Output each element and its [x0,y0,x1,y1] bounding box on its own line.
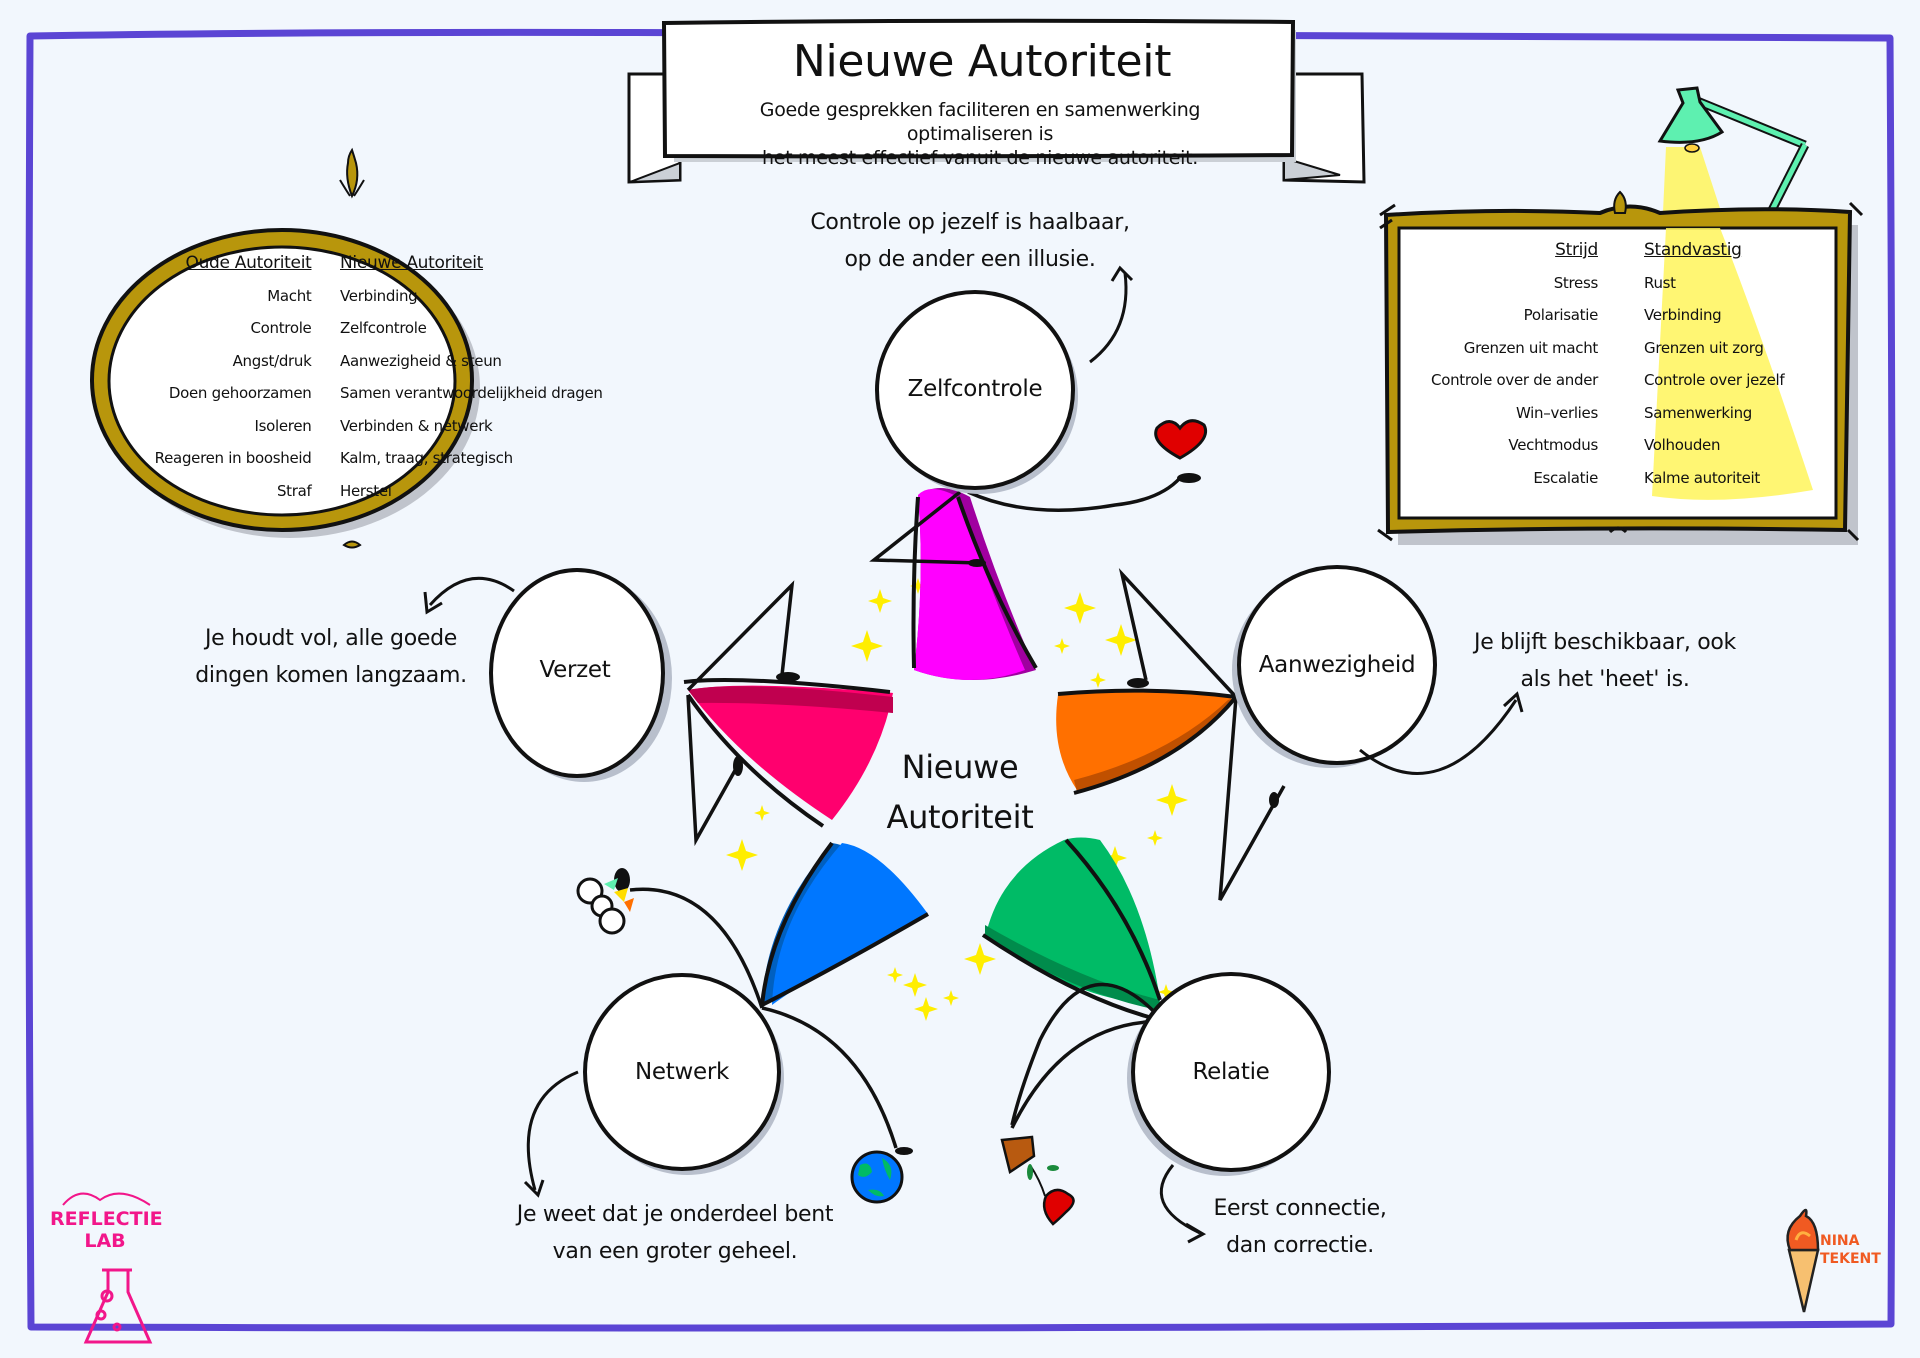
nina-tekent-line-2: TEKENT [1820,1251,1881,1267]
oval-new-header: Nieuwe Autoriteit [340,253,484,273]
oval-old-header: Oude Autoriteit [185,253,312,273]
oval-old-column: Oude Autoriteit Macht Controle Angst/dru… [150,247,312,507]
oval-new-column: Nieuwe Autoriteit Verbinding Zelfcontrol… [340,247,603,507]
oval-new-cell: Verbinding [340,286,418,305]
oval-comparison-table: Oude Autoriteit Macht Controle Angst/dru… [150,247,603,507]
nina-tekent-logo: NINA TEKENT [1820,1232,1881,1268]
node-relatie-label: Relatie [1192,1059,1270,1085]
quote-line: Eerst connectie, [1213,1196,1387,1221]
frame-right-cell: Samenwerking [1644,403,1753,422]
quote-line: Je houdt vol, alle goede [204,626,458,651]
oval-old-cell: Straf [276,481,312,500]
oval-old-cell: Macht [267,286,312,305]
oval-old-cell: Reageren in boosheid [154,449,312,467]
quote-netwerk: Je weet dat je onderdeel bent van een gr… [505,1196,845,1270]
frame-right-cell: Controle over jezelf [1644,371,1785,389]
frame-left-cell: Grenzen uit macht [1463,338,1599,357]
quote-line: dan correctie. [1226,1233,1374,1258]
frame-right-column: Standvastig Rust Verbinding Grenzen uit … [1644,234,1824,494]
oval-old-cell: Controle [250,319,312,337]
frame-right-cell: Kalme autoriteit [1644,468,1760,487]
oval-new-cell: Samen verantwoordelijkheid dragen [340,384,603,402]
oval-old-cell: Isoleren [254,416,312,435]
center-label: Nieuwe Autoriteit [850,742,1070,842]
oval-new-cell: Aanwezigheid & steun [340,351,502,370]
title-banner [627,18,1366,184]
subtitle-line-2: het meest effectief vanuit de nieuwe aut… [761,147,1199,169]
quote-line: dingen komen langzaam. [195,663,467,688]
frame-left-cell: Polarisatie [1523,306,1599,324]
node-netwerk-label: Netwerk [634,1059,729,1085]
quote-line: Je blijft beschikbaar, ook [1474,630,1736,655]
quote-line: van een groter geheel. [552,1239,798,1264]
figure-aanwezigheid [1056,565,1524,901]
frame-right-cell: Volhouden [1644,436,1721,454]
frame-right-cell: Verbinding [1644,306,1722,324]
frame-right-cell: Grenzen uit zorg [1644,338,1764,357]
frame-left-cell: Escalatie [1533,468,1598,487]
reflectie-lab-line-1: REFLECTIE [50,1208,163,1230]
quote-line: als het 'heet' is. [1520,667,1690,692]
sparkles [726,578,1188,1021]
quote-aanwezigheid: Je blijft beschikbaar, ook als het 'heet… [1455,624,1755,698]
quote-line: Je weet dat je onderdeel bent [516,1202,834,1227]
oval-old-cell: Angst/druk [232,351,312,370]
oval-new-cell: Kalm, traag, strategisch [340,449,513,467]
quote-zelfcontrole: Controle op jezelf is haalbaar, op de an… [800,204,1140,278]
frame-comparison-table: Strijd Stress Polarisatie Grenzen uit ma… [1420,234,1830,494]
center-label-line-1: Nieuwe [901,748,1019,786]
reflectie-lab-logo-graphic [62,1192,153,1344]
reflectie-lab-logo: REFLECTIE LAB [50,1208,163,1252]
oval-mirror-frame [90,147,480,549]
quote-verzet: Je houdt vol, alle goede dingen komen la… [186,620,476,694]
node-zelfcontrole-label: Zelfcontrole [907,376,1043,402]
frame-left-column: Strijd Stress Polarisatie Grenzen uit ma… [1420,234,1598,494]
page-subtitle: Goede gesprekken faciliteren en samenwer… [700,98,1260,170]
node-verzet-label: Verzet [539,657,611,683]
frame-left-cell: Controle over de ander [1431,371,1598,389]
frame-left-cell: Stress [1553,273,1599,292]
quote-relatie: Eerst connectie, dan correctie. [1190,1190,1410,1264]
frame-right-header: Standvastig [1644,240,1742,260]
oval-new-cell: Verbinden & netwerk [340,416,493,435]
reflectie-lab-line-2: LAB [84,1230,126,1252]
frame-left-cell: Win–verlies [1515,403,1598,422]
ornate-picture-frame [1377,190,1864,545]
frame-left-header: Strijd [1555,240,1598,260]
page-title: Nieuwe Autoriteit [792,36,1172,87]
nina-tekent-ice-cream-icon [1786,1208,1820,1313]
center-label-line-2: Autoriteit [886,798,1034,836]
oval-new-cell: Zelfcontrole [340,319,427,337]
node-aanwezigheid-label: Aanwezigheid [1258,652,1416,678]
oval-old-cell: Doen gehoorzamen [168,384,312,402]
figure-verzet [423,568,893,847]
quote-line: Controle op jezelf is haalbaar, [810,210,1130,235]
figure-zelfcontrole [869,265,1207,680]
frame-right-cell: Rust [1644,273,1676,292]
subtitle-line-1: Goede gesprekken faciliteren en samenwer… [759,99,1201,145]
quote-line: op de ander een illusie. [844,247,1096,272]
figure-relatie [981,837,1331,1244]
figure-netwerk [523,841,930,1204]
nina-tekent-line-1: NINA [1820,1233,1860,1249]
oval-new-cell: Herstel [340,481,392,500]
people-icon [576,877,634,935]
frame-left-cell: Vechtmodus [1508,436,1598,454]
